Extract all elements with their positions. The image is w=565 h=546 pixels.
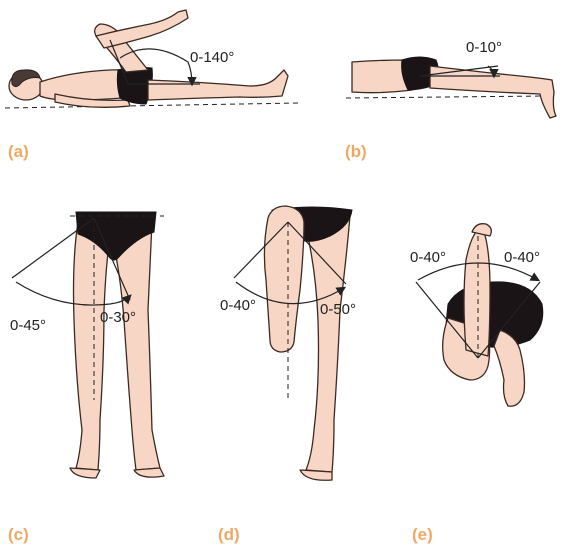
- panel-a-figure: [5, 10, 300, 108]
- panel-a-label: (a): [8, 142, 29, 161]
- panel-c-figure: [12, 212, 164, 478]
- panel-e-angle-left: 0-40°: [410, 249, 446, 266]
- panel-c-angle-left: 0-45°: [10, 317, 46, 334]
- panel-c-angle-right: 0-30°: [100, 309, 136, 326]
- panel-e-label: (e): [412, 525, 433, 544]
- panel-d-figure: [234, 206, 352, 480]
- panel-d-angle-right: 0-50°: [320, 301, 356, 318]
- panel-d-label: (d): [218, 525, 240, 544]
- panel-b-angle: 0-10°: [466, 39, 502, 56]
- panel-b-label: (b): [345, 142, 367, 161]
- panel-c-label: (c): [8, 525, 29, 544]
- panel-b-figure: [346, 57, 556, 118]
- panel-a-angle: 0-140°: [190, 49, 234, 66]
- panel-e-angle-right: 0-40°: [504, 249, 540, 266]
- panel-d-angle-left: 0-40°: [220, 297, 256, 314]
